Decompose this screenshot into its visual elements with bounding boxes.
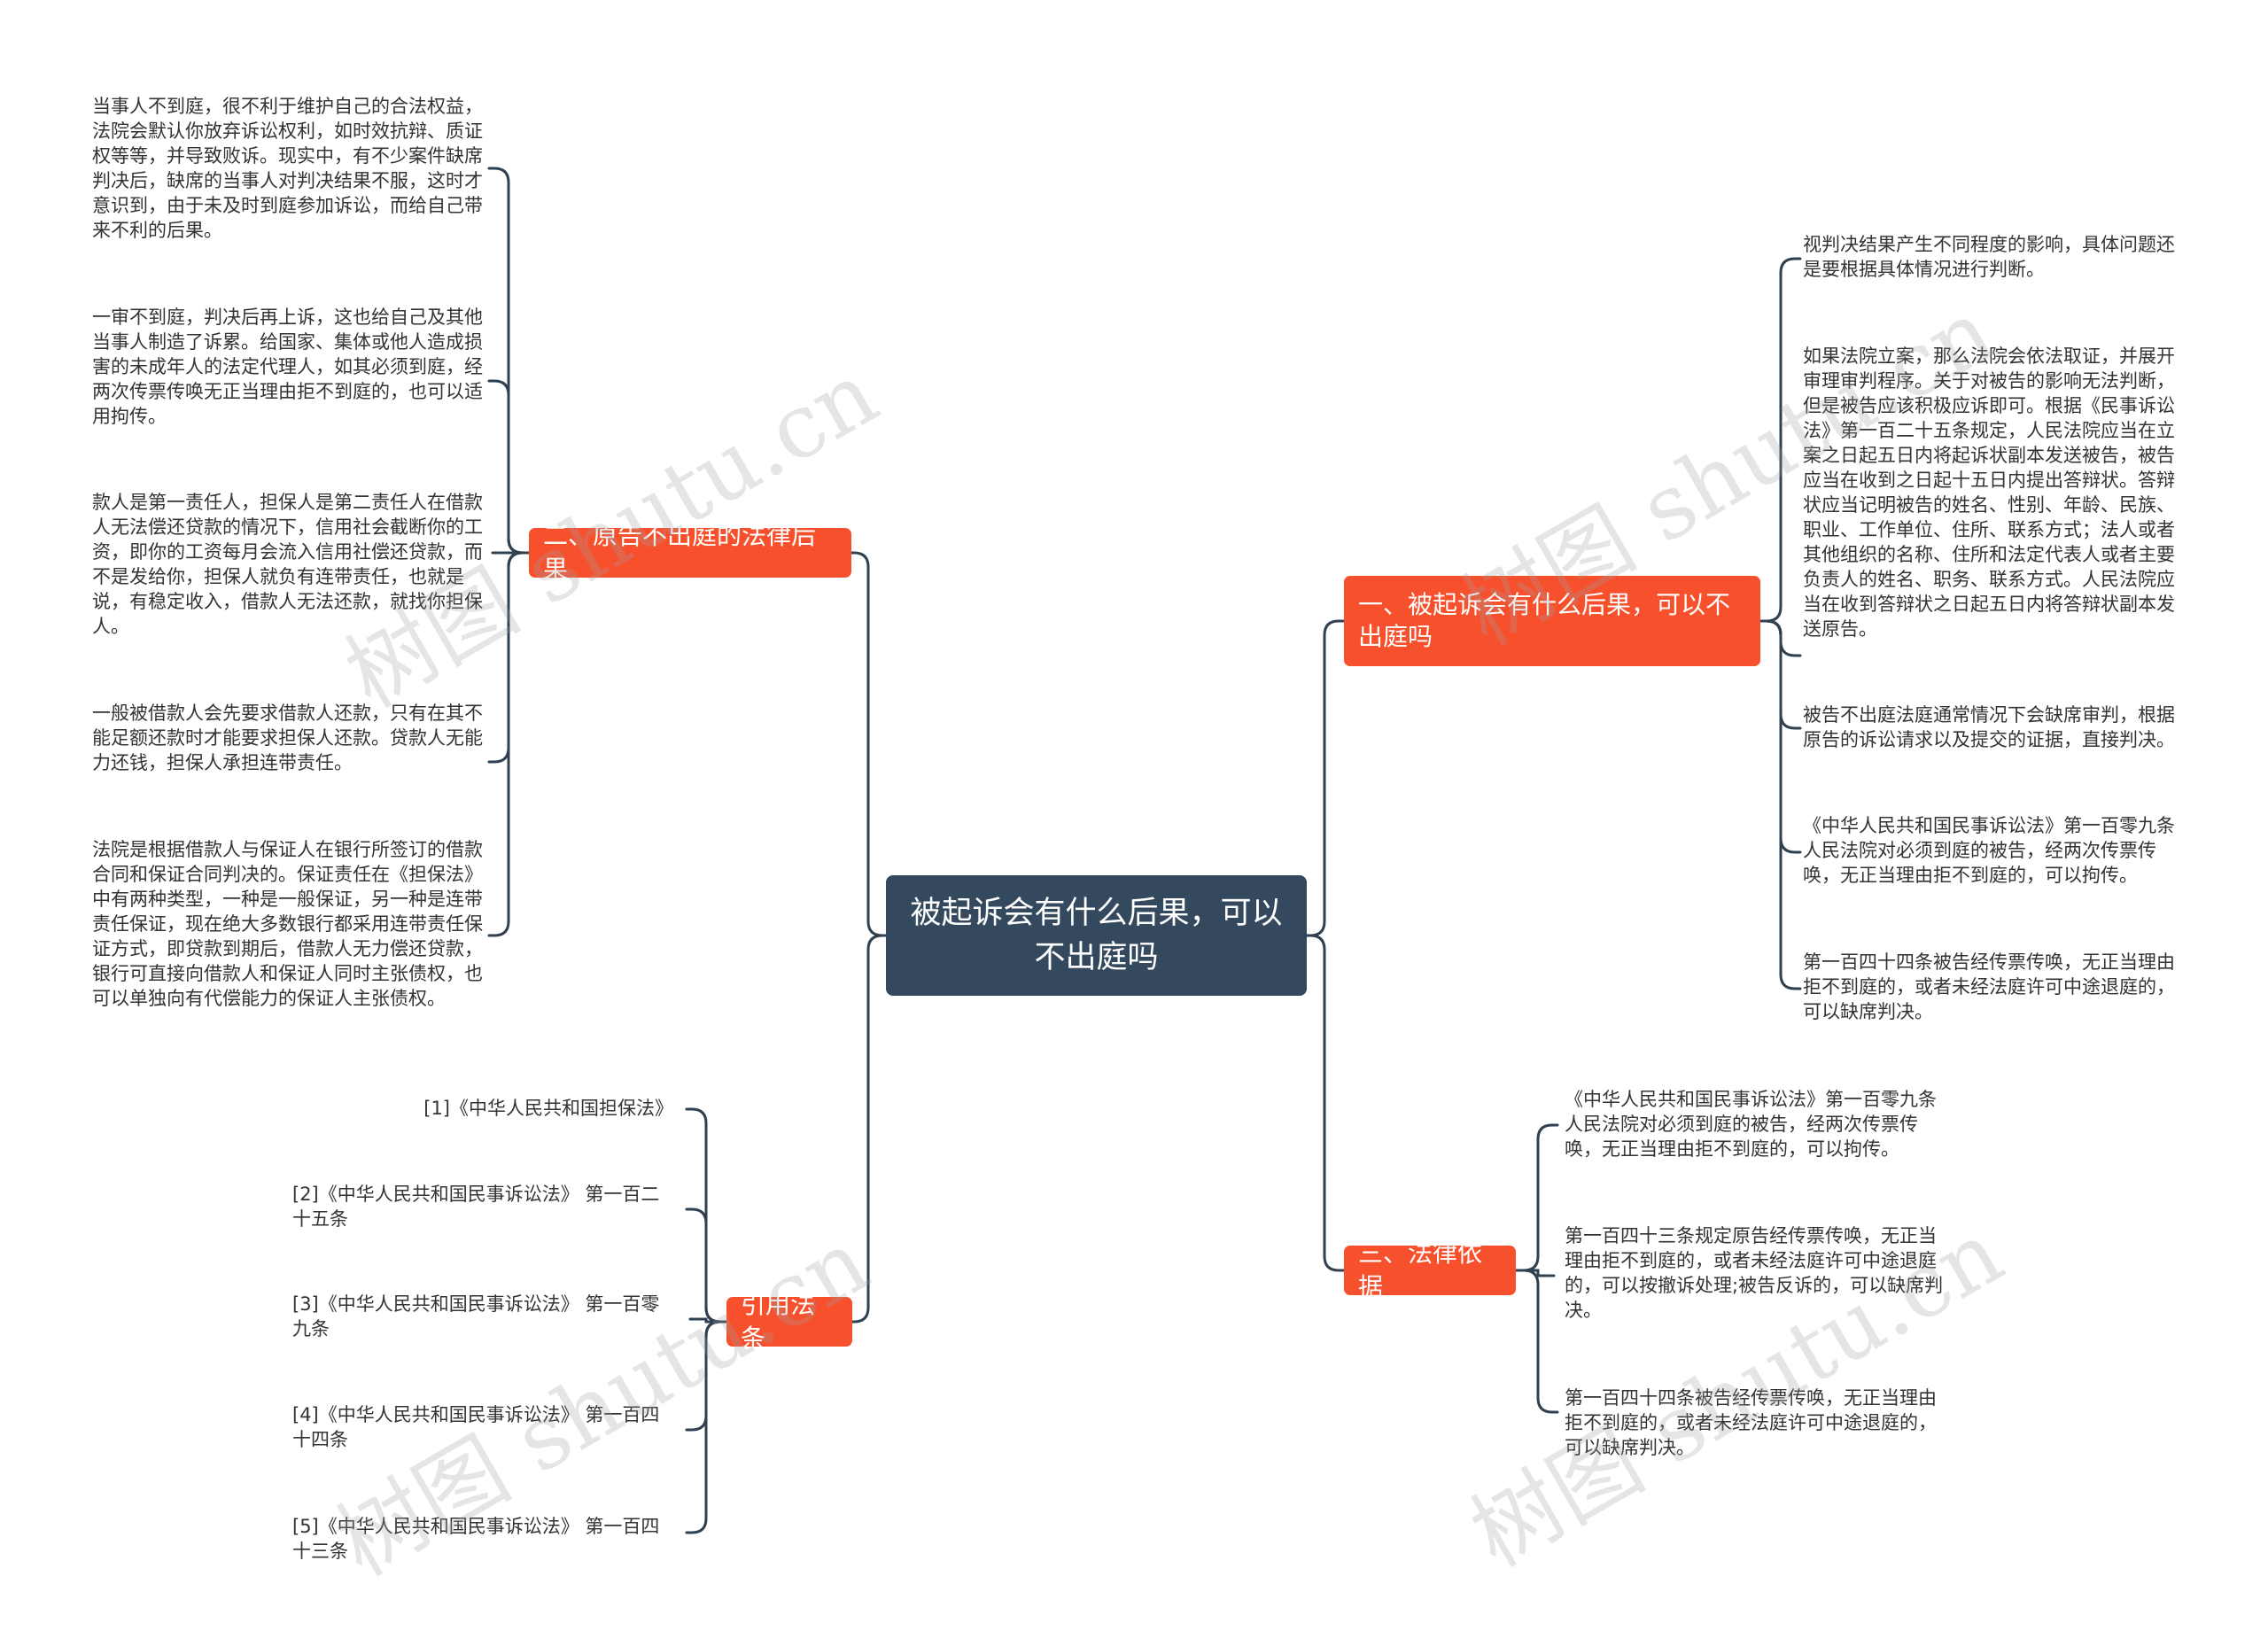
leaf-text: 一般被借款人会先要求借款人还款，只有在其不能足额还款时才能要求担保人还款。贷款人… (92, 703, 483, 773)
root-connector (1305, 934, 1346, 1272)
leaf-text: [1]《中华人民共和国担保法》 (423, 1098, 673, 1119)
leaf-text: 法院是根据借款人与保证人在银行所签订的借款合同和保证合同判决的。保证责任在《担保… (92, 839, 483, 1009)
branch-cited-laws[interactable]: 引用法条 (726, 1290, 852, 1353)
leaf-text: 《中华人民共和国民事诉讼法》第一百零九条人民法院对必须到庭的被告，经两次传票传唤… (1565, 1089, 1937, 1160)
root-connector (847, 934, 888, 1324)
branch-legal-basis[interactable]: 三、法律依据 (1344, 1238, 1516, 1301)
leaf-text: 第一百四十四条被告经传票传唤，无正当理由拒不到庭的，或者未经法庭许可中途退庭的，… (1803, 951, 2175, 1022)
branch-connector (685, 1320, 728, 1534)
root-topic[interactable]: 被起诉会有什么后果，可以不出庭吗 (886, 875, 1307, 996)
leaf-text: 视判决结果产生不同程度的影响，具体问题还是要根据具体情况进行判断。 (1803, 234, 2175, 280)
branch-label: 一、被起诉会有什么后果，可以不出庭吗 (1358, 590, 1731, 651)
root-connector (1305, 619, 1346, 937)
branch-connector (487, 551, 531, 937)
leaf-text: 第一百四十四条被告经传票传唤，无正当理由拒不到庭的，或者未经法庭许可中途退庭的，… (1565, 1387, 1937, 1458)
branch-connector (1514, 1123, 1559, 1272)
root-topic-label: 被起诉会有什么后果，可以不出庭吗 (910, 896, 1283, 975)
leaf-text: 款人是第一责任人，担保人是第二责任人在借款人无法偿还贷款的情况下，信用社会截断你… (92, 492, 483, 637)
branch-connector (1514, 1269, 1559, 1414)
leaf-text: [5]《中华人民共和国民事诉讼法》 第一百四十三条 (292, 1516, 660, 1562)
branch-consequences-of-being-sued[interactable]: 一、被起诉会有什么后果，可以不出庭吗 (1344, 576, 1760, 666)
branch-connector (1759, 619, 1802, 990)
branch-label: 二、原告不出庭的法律后果 (543, 521, 817, 584)
branch-connector (1759, 257, 1802, 623)
leaf-text: 《中华人民共和国民事诉讼法》第一百零九条人民法院对必须到庭的被告，经两次传票传唤… (1803, 815, 2175, 886)
leaf-text: 第一百四十三条规定原告经传票传唤，无正当理由拒不到庭的，或者未经法庭许可中途退庭… (1565, 1225, 1944, 1321)
branch-label: 三、法律依据 (1358, 1238, 1483, 1301)
root-connector (847, 551, 888, 937)
leaf-text: 被告不出庭法庭通常情况下会缺席审判，根据原告的诉讼请求以及提交的证据，直接判决。 (1803, 704, 2175, 750)
branch-label: 引用法条 (741, 1290, 816, 1353)
branch-connector (487, 379, 531, 555)
branch-plaintiff-absence-consequences[interactable]: 二、原告不出庭的法律后果 (529, 521, 851, 584)
branch-connector (685, 1207, 728, 1324)
leaf-text: [3]《中华人民共和国民事诉讼法》 第一百零九条 (292, 1293, 660, 1339)
leaf-text: [2]《中华人民共和国民事诉讼法》 第一百二十五条 (292, 1184, 660, 1230)
leaf-text: 一审不到庭，判决后再上诉，这也给自己及其他当事人制造了诉累。给国家、集体或他人造… (92, 307, 483, 427)
leaf-text: [4]《中华人民共和国民事诉讼法》 第一百四十四条 (292, 1404, 660, 1450)
leaf-text: 如果法院立案，那么法院会依法取证，并展开审理审判程序。关于对被告的影响无法判断，… (1803, 346, 2175, 640)
leaf-text: 当事人不到庭，很不利于维护自己的合法权益，法院会默认你放弃诉讼权利，如时效抗辩、… (92, 96, 483, 241)
